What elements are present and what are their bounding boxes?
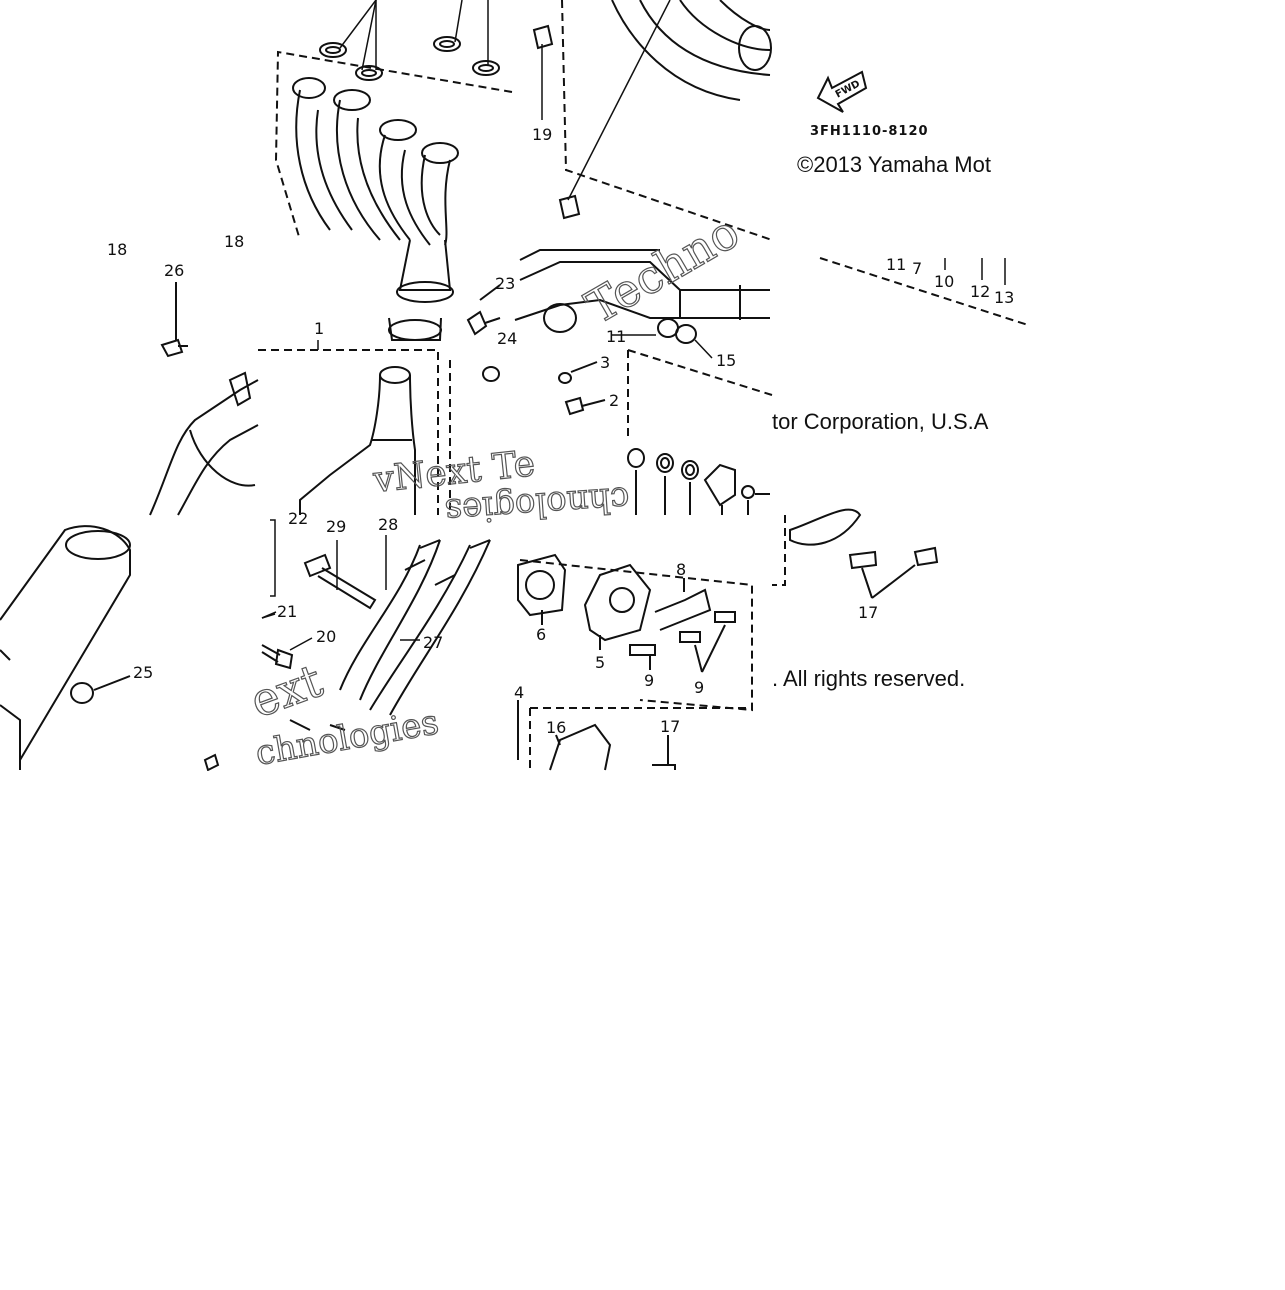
cover-16 (517, 700, 676, 771)
collector-pipe (514, 249, 770, 344)
bolt-20 (261, 644, 294, 670)
right-ticks (944, 258, 1006, 285)
sensor-components (517, 553, 736, 673)
callout-20: 20 (316, 627, 336, 646)
control-cables (289, 539, 491, 731)
callout-26: 26 (164, 261, 184, 280)
callout-5: 5 (595, 653, 605, 672)
header-group-box (274, 0, 1029, 326)
pipe-assembly-1 (299, 366, 416, 515)
callout-13: 13 (994, 288, 1014, 307)
callout-1: 1 (314, 319, 324, 338)
callout-11a: 11 (886, 255, 906, 274)
bolt-lower-left (203, 753, 220, 772)
nut-25 (70, 675, 131, 704)
callout-6: 6 (536, 625, 546, 644)
left-muffler (0, 371, 259, 770)
copyright-line-3: . All rights reserved. (772, 666, 966, 691)
callout-25: 25 (133, 663, 153, 682)
callout-27: 27 (423, 633, 443, 652)
fwd-arrow-icon (816, 70, 868, 113)
callout-29: 29 (326, 517, 346, 536)
callout-15: 15 (716, 351, 736, 370)
callout-18a: 18 (107, 240, 127, 259)
bracket-marks (261, 519, 277, 619)
callout-11b: 11 (606, 327, 626, 346)
callout-22: 22 (288, 509, 308, 528)
callout-leaders (261, 334, 713, 651)
callout-17b: 17 (660, 717, 680, 736)
bolt-29 (303, 553, 377, 610)
callout-28: 28 (378, 515, 398, 534)
callout-12: 12 (970, 282, 990, 301)
callout-24: 24 (497, 329, 517, 348)
sensor-group-box (519, 559, 753, 770)
callout-2: 2 (609, 391, 619, 410)
exhaust-header-pipes (292, 0, 772, 341)
callout-23: 23 (495, 274, 515, 293)
callout-18b: 18 (224, 232, 244, 251)
small-fasteners (558, 361, 606, 416)
bolt-26 (160, 282, 188, 358)
diagram-code: 3FH1110-8120 (810, 124, 929, 139)
stay-17-right (789, 508, 939, 599)
callout-9b: 9 (694, 678, 704, 697)
copyright-line-2: tor Corporation, U.S.A (772, 409, 989, 434)
callout-4: 4 (514, 683, 524, 702)
copyright-line-1: ©2013 Yamaha Mot (797, 152, 991, 177)
watermark-text-e: Techno (577, 204, 749, 334)
callout-7: 7 (912, 259, 922, 278)
header-gaskets (319, 24, 581, 220)
watermark-text-c: ext (243, 653, 329, 728)
bushing-row (627, 448, 770, 515)
clamp-23-24 (466, 284, 501, 382)
callout-17a: 17 (858, 603, 878, 622)
callout-8: 8 (676, 560, 686, 579)
callout-16: 16 (546, 718, 566, 737)
callout-3: 3 (600, 353, 610, 372)
callout-10: 10 (934, 272, 954, 291)
callout-21: 21 (277, 602, 297, 621)
top-leaders (339, 0, 827, 201)
callout-19b: 19 (532, 125, 552, 144)
callout-labels: 19 19 18 18 26 23 24 1 11 7 10 12 13 11 … (107, 9, 1014, 737)
bracket-group-box (627, 349, 786, 586)
callout-9a: 9 (644, 671, 654, 690)
